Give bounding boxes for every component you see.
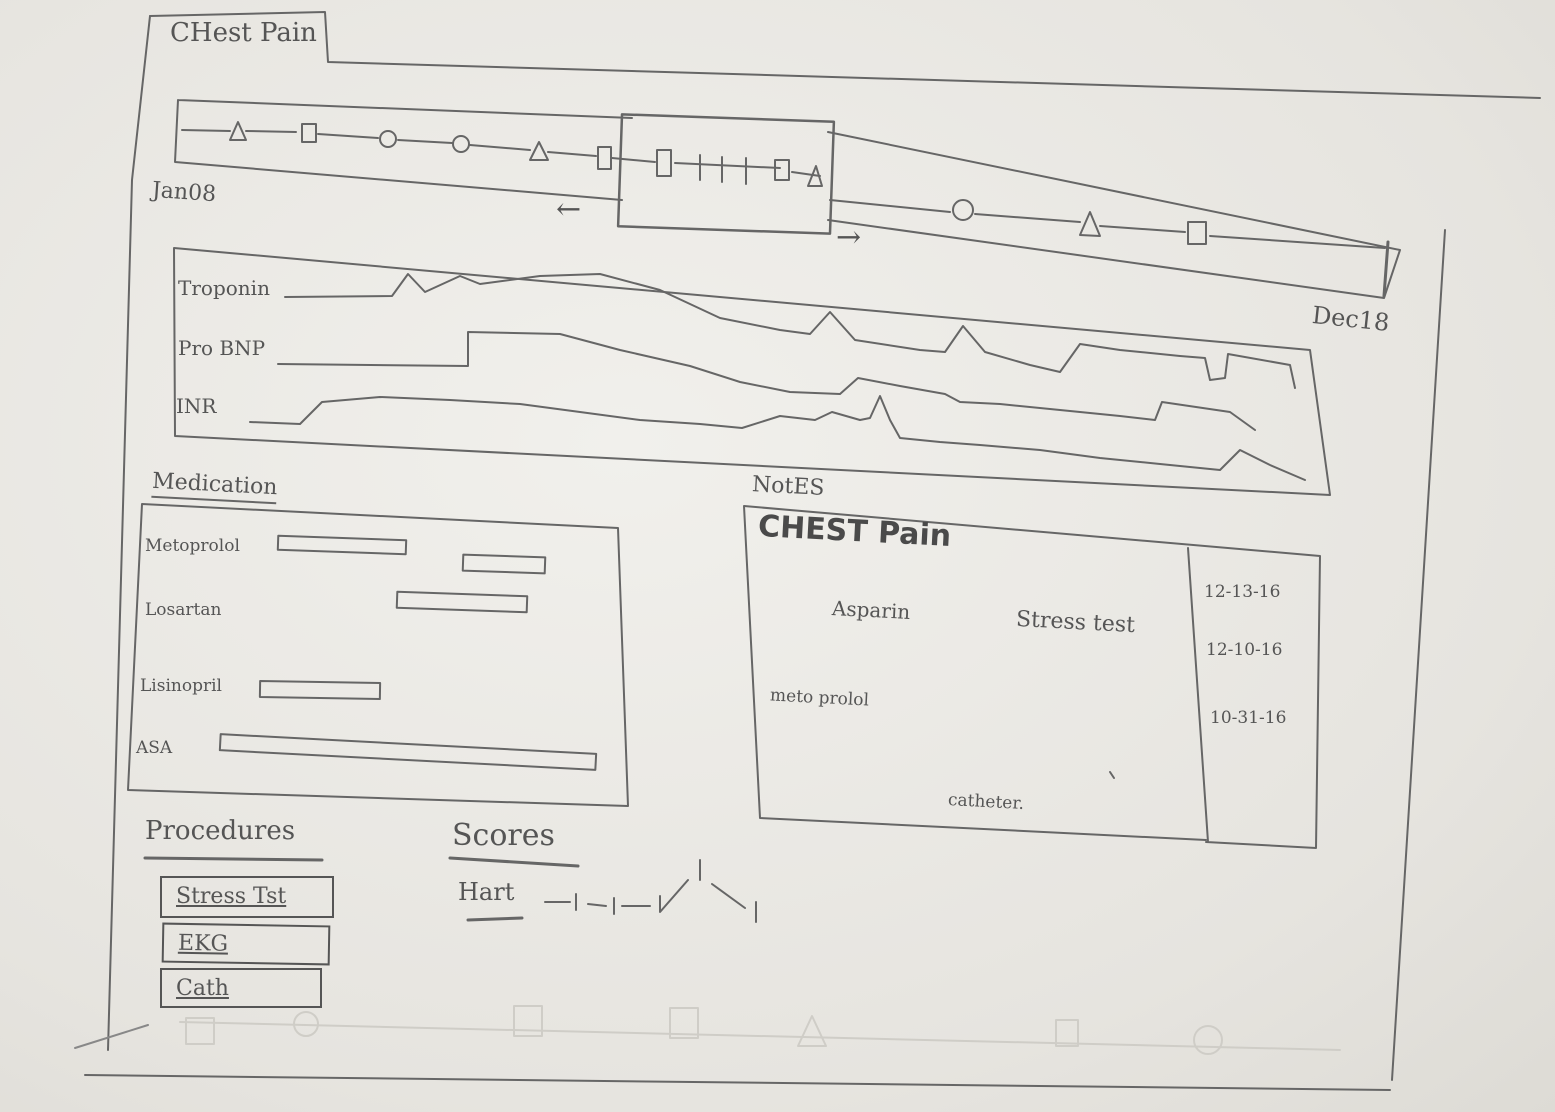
note-item-asparin[interactable]: Asparin <box>831 595 911 625</box>
scores-underline <box>450 858 578 866</box>
marker-triangle[interactable] <box>530 142 548 160</box>
lab-label-probnp: Pro BNP <box>178 336 266 360</box>
marker-square[interactable] <box>302 124 316 142</box>
notes-title: NotES <box>751 472 826 501</box>
timeline-start-date: Jan08 <box>151 177 217 208</box>
window-right-edge <box>1392 230 1445 1080</box>
marker-ticks[interactable] <box>700 155 746 184</box>
marker-circle[interactable] <box>453 136 469 152</box>
procedure-label: Stress Tst <box>176 884 287 909</box>
med-label-asa: ASA <box>136 738 173 758</box>
med-bar[interactable] <box>278 536 406 554</box>
lab-label-troponin: Troponin <box>178 276 270 300</box>
timeline-markers <box>230 122 1206 244</box>
timeline-zoom-window[interactable] <box>618 114 834 233</box>
window-top-edge <box>150 12 1540 98</box>
frame-stub <box>75 1025 148 1048</box>
note-date[interactable]: 10-31-16 <box>1210 708 1287 728</box>
medication-panel-border <box>128 504 628 806</box>
med-label-losartan: Losartan <box>145 600 222 620</box>
med-bar[interactable] <box>260 681 380 699</box>
marker-square[interactable] <box>598 147 611 169</box>
score-label-hart[interactable]: Hart <box>458 878 515 906</box>
med-label-metoprolol: Metoprolol <box>145 536 240 556</box>
marker-triangle[interactable] <box>230 122 246 140</box>
lab-label-inr: INR <box>176 394 217 418</box>
marker-triangle[interactable] <box>1080 212 1100 236</box>
marker-square[interactable] <box>775 160 789 180</box>
marker-square[interactable] <box>657 150 671 176</box>
med-label-lisinopril: Lisinopril <box>140 676 222 696</box>
marker-square[interactable] <box>1188 222 1206 244</box>
note-date[interactable]: 12-10-16 <box>1206 640 1283 660</box>
procedure-cath-button[interactable]: Cath <box>160 968 322 1008</box>
inr-line <box>250 396 1305 480</box>
hart-underline <box>468 918 522 920</box>
procedure-ekg-button[interactable]: EKG <box>161 922 331 966</box>
med-bar[interactable] <box>397 592 527 613</box>
procedure-stress-test-button[interactable]: Stress Tst <box>160 876 334 918</box>
med-bar[interactable] <box>463 555 546 574</box>
bottom-ghost-timeline <box>180 1006 1340 1054</box>
labs-panel-border <box>174 248 1330 495</box>
marker-circle[interactable] <box>953 200 973 220</box>
tab-chest-pain[interactable]: CHest Pain <box>170 18 317 48</box>
med-bar[interactable] <box>220 734 596 770</box>
scores-title: Scores <box>452 818 555 853</box>
notes-dot <box>1110 772 1114 778</box>
window-bottom-edge <box>85 1075 1390 1090</box>
procedures-underline <box>145 858 322 860</box>
timeline-end-cap <box>1384 242 1388 296</box>
note-date[interactable]: 12-13-16 <box>1204 582 1281 602</box>
window-left-edge <box>108 16 150 1050</box>
notes-panel-border <box>744 506 1320 848</box>
procedure-label: Cath <box>176 976 229 1001</box>
timeline-spine <box>182 130 1385 248</box>
timeline-scroll-right-button[interactable]: → <box>836 220 862 255</box>
marker-circle[interactable] <box>380 131 396 147</box>
note-item-catheter[interactable]: catheter. <box>947 790 1025 814</box>
procedures-title: Procedures <box>145 816 296 846</box>
hart-score-trend <box>545 860 756 922</box>
probnp-line <box>278 332 1255 430</box>
troponin-line <box>285 274 1295 388</box>
timeline-scroll-left-button[interactable]: ← <box>556 192 582 227</box>
procedure-label: EKG <box>177 930 229 957</box>
marker-triangle[interactable] <box>808 166 822 186</box>
timeline-track <box>175 100 1400 298</box>
